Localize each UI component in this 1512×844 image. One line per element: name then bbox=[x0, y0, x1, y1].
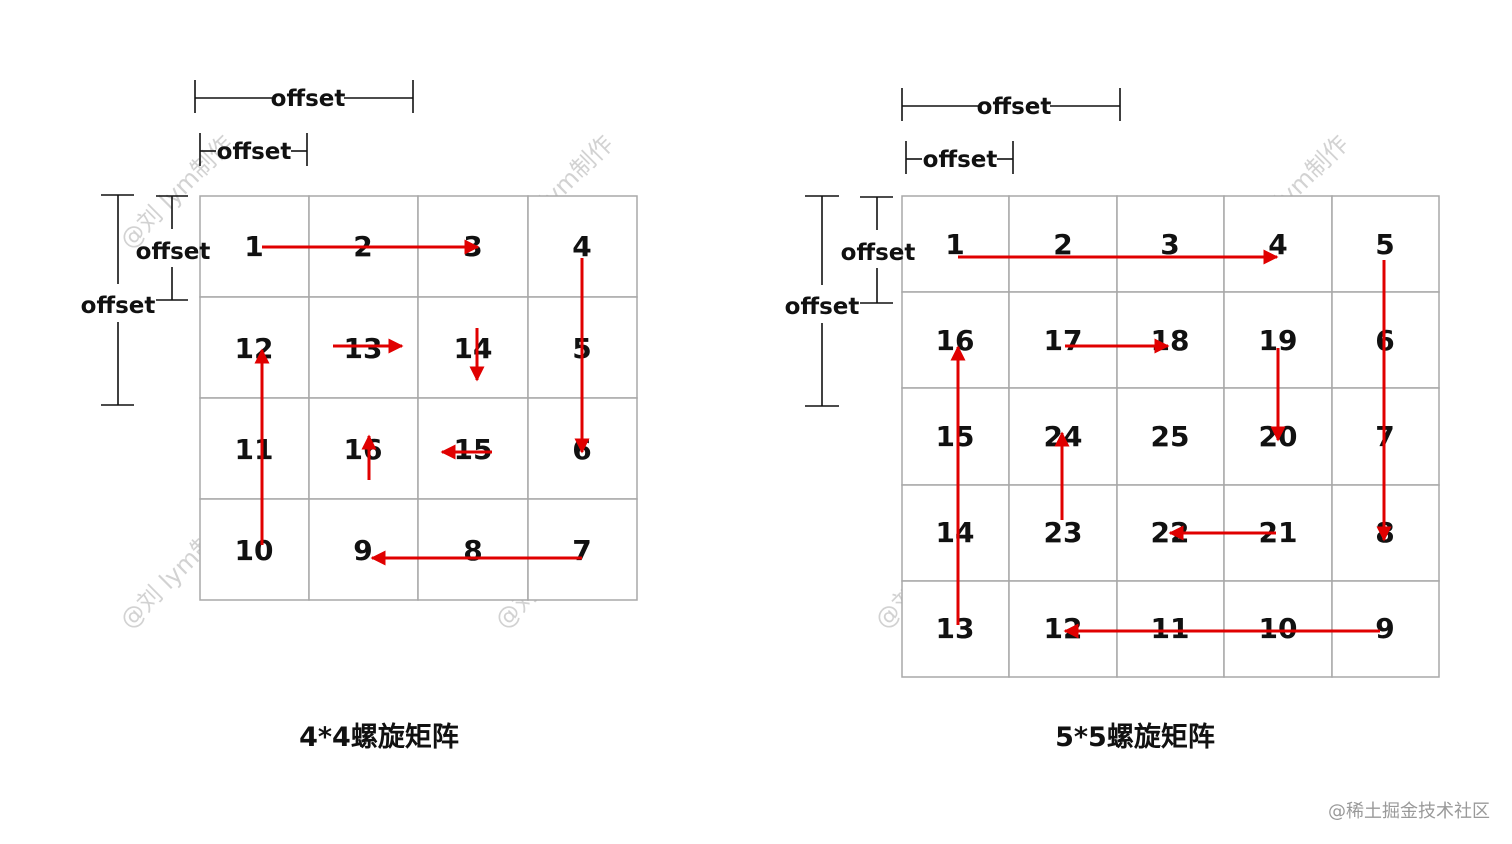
offset-label: offset bbox=[81, 293, 156, 319]
matrix-number: 5 bbox=[1375, 228, 1394, 261]
matrix-5x5: 1 2 3 4 5 16 17 18 19 6 15 24 25 20 7 14… bbox=[785, 88, 1440, 753]
matrix-cell bbox=[527, 498, 638, 601]
matrix-cell bbox=[417, 498, 529, 601]
matrix-number: 1 bbox=[945, 228, 964, 261]
matrix-number: 7 bbox=[572, 534, 591, 567]
matrix-number: 13 bbox=[936, 612, 975, 645]
matrix-cell bbox=[901, 484, 1010, 582]
offset-label: offset bbox=[136, 239, 211, 265]
matrix-number: 8 bbox=[463, 534, 482, 567]
matrix-number: 25 bbox=[1151, 420, 1190, 453]
matrix-number: 12 bbox=[1044, 612, 1083, 645]
matrix-number: 14 bbox=[936, 516, 975, 549]
offset-label: offset bbox=[841, 240, 916, 266]
matrix-number: 10 bbox=[235, 534, 274, 567]
matrix-number: 9 bbox=[1375, 612, 1394, 645]
matrix-number: 1 bbox=[244, 230, 263, 263]
matrix-number: 16 bbox=[936, 324, 975, 357]
matrix-cell bbox=[901, 387, 1010, 486]
matrix-4x4: 1 2 3 4 12 13 14 5 11 16 15 6 10 9 8 7 o… bbox=[81, 80, 638, 753]
matrix-number: 17 bbox=[1044, 324, 1083, 357]
matrix-cell bbox=[901, 580, 1010, 678]
footer-watermark: @稀土掘金技术社区 bbox=[1328, 801, 1490, 822]
matrix-number: 12 bbox=[235, 332, 274, 365]
matrix-number: 18 bbox=[1151, 324, 1190, 357]
matrix-number: 15 bbox=[454, 433, 493, 466]
matrix-number: 11 bbox=[235, 433, 274, 466]
offset-label: offset bbox=[271, 86, 346, 112]
matrix-cell bbox=[1116, 195, 1225, 293]
matrix-number: 14 bbox=[454, 332, 493, 365]
offset-label: offset bbox=[217, 139, 292, 165]
matrix-number: 16 bbox=[344, 433, 383, 466]
matrix-cell bbox=[1223, 195, 1333, 293]
matrix-cell bbox=[1116, 580, 1225, 678]
matrix-cell bbox=[901, 195, 1010, 293]
matrix-number: 3 bbox=[1160, 228, 1179, 261]
matrix-cell bbox=[308, 498, 419, 601]
matrix-cell bbox=[1116, 291, 1225, 389]
matrix-number: 2 bbox=[1053, 228, 1072, 261]
matrix-cell bbox=[1116, 387, 1225, 486]
offset-label: offset bbox=[785, 294, 860, 320]
matrix-number: 23 bbox=[1044, 516, 1083, 549]
matrix-number: 15 bbox=[936, 420, 975, 453]
matrix-number: 9 bbox=[353, 534, 372, 567]
offset-label: offset bbox=[923, 147, 998, 173]
matrix-cell bbox=[1223, 580, 1333, 678]
matrix-number: 11 bbox=[1151, 612, 1190, 645]
matrix-number: 4 bbox=[572, 230, 591, 263]
offset-label: offset bbox=[977, 94, 1052, 120]
matrix-cell bbox=[1008, 291, 1118, 389]
matrix-number: 13 bbox=[344, 332, 383, 365]
matrix-caption: 4*4螺旋矩阵 bbox=[299, 722, 459, 753]
matrix-number: 10 bbox=[1259, 612, 1298, 645]
matrix-cell bbox=[1008, 580, 1118, 678]
matrix-caption: 5*5螺旋矩阵 bbox=[1055, 722, 1215, 753]
matrix-cell bbox=[1331, 580, 1440, 678]
matrix-cell bbox=[199, 498, 310, 601]
